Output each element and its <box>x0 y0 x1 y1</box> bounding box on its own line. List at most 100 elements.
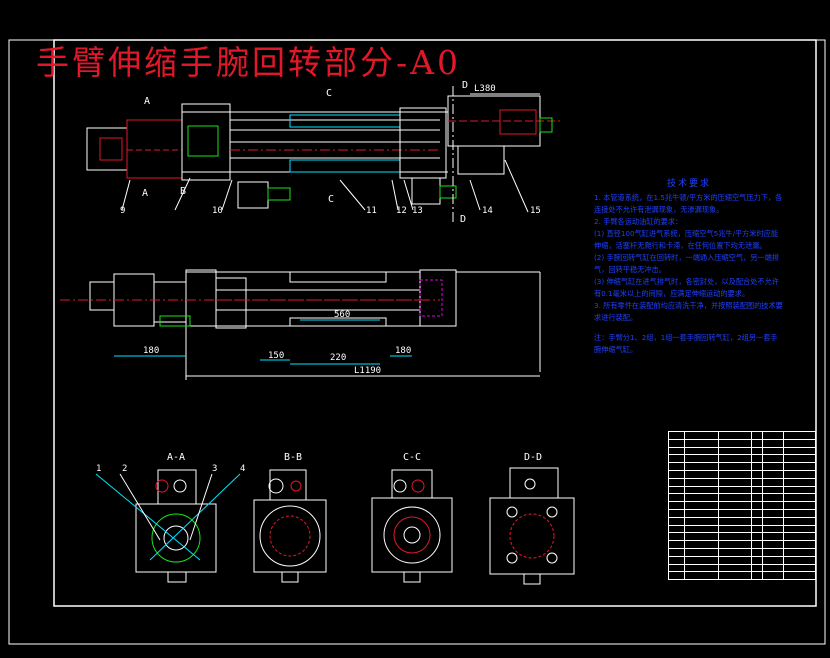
bom-cell <box>684 493 719 503</box>
bom-cell <box>761 446 785 456</box>
bom-cell <box>667 477 686 487</box>
bom-cell <box>684 431 719 440</box>
bom-row <box>667 555 816 565</box>
bom-cell <box>667 540 686 549</box>
section-cc <box>371 469 453 583</box>
bom-cell <box>751 524 763 534</box>
bom-cell <box>761 469 785 479</box>
bom-cell <box>717 462 753 471</box>
bom-cell <box>667 532 686 542</box>
bom-cell <box>684 477 719 487</box>
bom-cell <box>717 485 753 495</box>
bom-cell <box>751 438 763 448</box>
bom-cell <box>667 431 686 440</box>
bom-cell <box>667 454 686 464</box>
bom-cell <box>751 501 763 510</box>
section-dd <box>489 467 575 585</box>
dim-l1190: L1190 <box>354 366 382 376</box>
bill-of-materials <box>667 431 816 606</box>
bom-cell <box>717 524 753 534</box>
bom-cell <box>667 555 686 565</box>
bom-cell <box>667 493 686 503</box>
bom-cell <box>717 516 753 526</box>
bom-row <box>667 524 816 534</box>
tech-line: 2. 手臂各运动油缸的要求： <box>594 217 683 226</box>
bom-cell <box>684 532 719 542</box>
bom-cell <box>783 532 816 542</box>
callout-3: 3 <box>212 464 218 474</box>
bom-cell <box>667 469 686 479</box>
bom-cell <box>783 493 816 503</box>
bom-cell <box>717 508 753 518</box>
bom-cell <box>717 571 753 581</box>
bom-cell <box>684 438 719 448</box>
bom-cell <box>761 508 785 518</box>
bom-cell <box>751 431 763 440</box>
bom-table <box>667 431 816 581</box>
drawing-title: 手臂伸缩手腕回转部分-A0 <box>36 43 461 82</box>
bom-cell <box>751 469 763 479</box>
bom-cell <box>751 555 763 565</box>
bom-cell <box>783 485 816 495</box>
bom-cell <box>684 555 719 565</box>
tech-note: 注：手臂分1、2组，1组一套手腕回转气缸，2组另一套手腕伸缩气缸。 <box>594 333 778 354</box>
bom-cell <box>684 524 719 534</box>
section-label-bb: B-B <box>284 452 303 463</box>
bom-cell <box>783 446 816 456</box>
bom-cell <box>717 493 753 503</box>
bom-cell <box>783 508 816 518</box>
tech-line: 3. 所有零件在装配前均应清洗干净，并按照装配图的技术要求进行装配。 <box>594 301 783 322</box>
dim-220: 220 <box>330 353 347 363</box>
tech-line: (2) 手腕回转气缸在回转时，一端通入压缩空气，另一端排气，回转平稳无冲击。 <box>594 253 779 274</box>
callout-12: 12 <box>396 206 407 216</box>
bom-cell <box>684 469 719 479</box>
inner-border <box>53 39 817 607</box>
bom-cell <box>751 493 763 503</box>
tech-line: (1) 直径100气缸进气系统，压缩空气5兆牛/平方米时应能伸缩，活塞杆无爬行和… <box>594 229 779 250</box>
bom-cell <box>667 501 686 510</box>
bom-cell <box>761 431 785 440</box>
bom-cell <box>717 431 753 440</box>
bom-cell <box>684 485 719 495</box>
dim-560: 560 <box>334 310 351 320</box>
bom-cell <box>751 532 763 542</box>
callout-14: 14 <box>482 206 493 216</box>
bom-cell <box>783 547 816 557</box>
bom-row <box>667 462 816 471</box>
bom-cell <box>783 555 816 565</box>
bom-cell <box>751 462 763 471</box>
top-view <box>86 86 560 224</box>
bom-row <box>667 501 816 510</box>
bom-cell <box>667 462 686 471</box>
callout-10: 10 <box>212 206 223 216</box>
bom-cell <box>761 524 785 534</box>
bom-row <box>667 446 816 456</box>
bom-cell <box>751 485 763 495</box>
bom-cell <box>761 485 785 495</box>
bom-cell <box>783 462 816 471</box>
bom-cell <box>667 547 686 557</box>
tech-line: 1. 本管道系统，在1.5兆牛顿/平方米的压缩空气压力下，各连接处不允许有泄漏现… <box>594 193 783 214</box>
bom-cell <box>684 446 719 456</box>
bom-cell <box>717 438 753 448</box>
callout-13: 13 <box>412 206 423 216</box>
bom-cell <box>783 431 816 440</box>
bom-cell <box>717 555 753 565</box>
tech-heading: 技术要求 <box>666 179 711 189</box>
bom-cell <box>761 501 785 510</box>
section-mark-a-top: A <box>144 96 151 107</box>
bom-cell <box>667 446 686 456</box>
bom-cell <box>717 446 753 456</box>
bom-cell <box>761 516 785 526</box>
bom-row <box>667 547 816 557</box>
middle-view <box>60 269 541 380</box>
bom-cell <box>717 477 753 487</box>
bom-cell <box>717 540 753 549</box>
bom-cell <box>667 524 686 534</box>
bom-cell <box>684 547 719 557</box>
section-mark-c-top: C <box>326 88 333 99</box>
section-label-dd: D-D <box>524 452 543 463</box>
dim-180: 180 <box>143 346 160 356</box>
technical-requirements: 技术要求 1. 本管道系统，在1.5兆牛顿/平方米的压缩空气压力下，各连接处不允… <box>594 178 784 356</box>
